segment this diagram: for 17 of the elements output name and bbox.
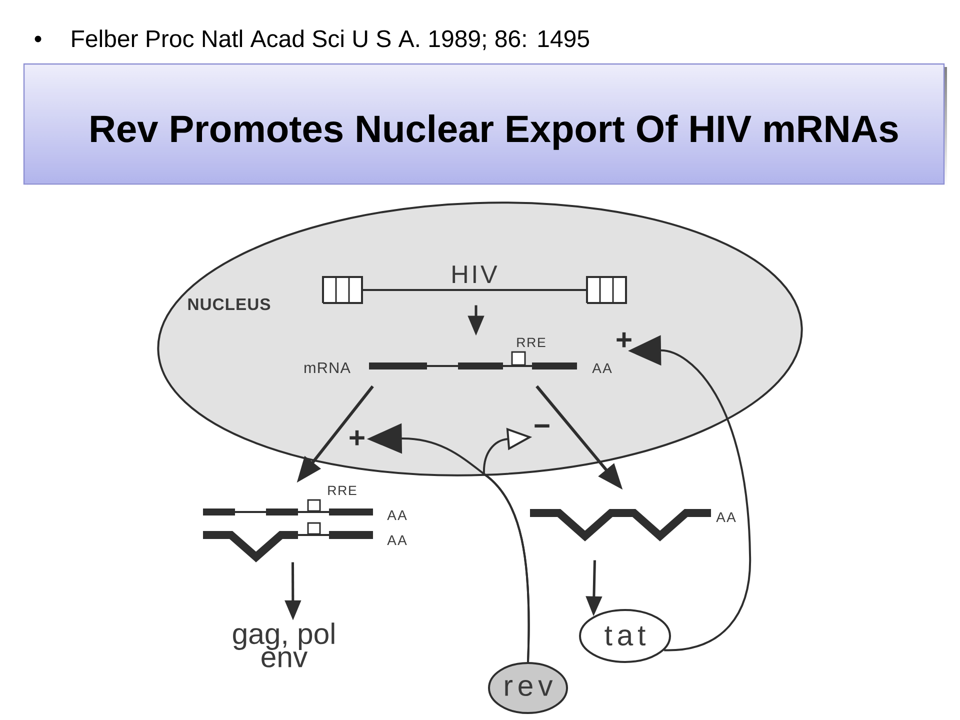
sign-label: − xyxy=(534,424,550,428)
strand-label: mRNA xyxy=(304,362,350,373)
citation: Felber Proc Natl Acad Sci U S A. 1989; 86: 1495 xyxy=(72,30,589,50)
polya-label: AA xyxy=(592,363,612,373)
polya-label: AA xyxy=(387,535,407,545)
rre-label: RRE xyxy=(328,486,356,495)
sign-label: + xyxy=(616,332,632,348)
protein-oval: rev xyxy=(488,662,568,714)
title-banner: Rev Promotes Nuclear Export Of HIV mRNAs xyxy=(23,63,947,187)
nucleus-label: NUCLEUS xyxy=(188,298,270,310)
protein-oval: tat xyxy=(579,609,671,663)
rre-label: RRE xyxy=(517,338,546,347)
polya-label: AA xyxy=(716,512,736,522)
sign-label: + xyxy=(350,430,364,446)
gene-label: HIV xyxy=(452,266,498,283)
polya-label: AA xyxy=(387,510,407,520)
protein-label: gag, pol env xyxy=(233,622,334,668)
